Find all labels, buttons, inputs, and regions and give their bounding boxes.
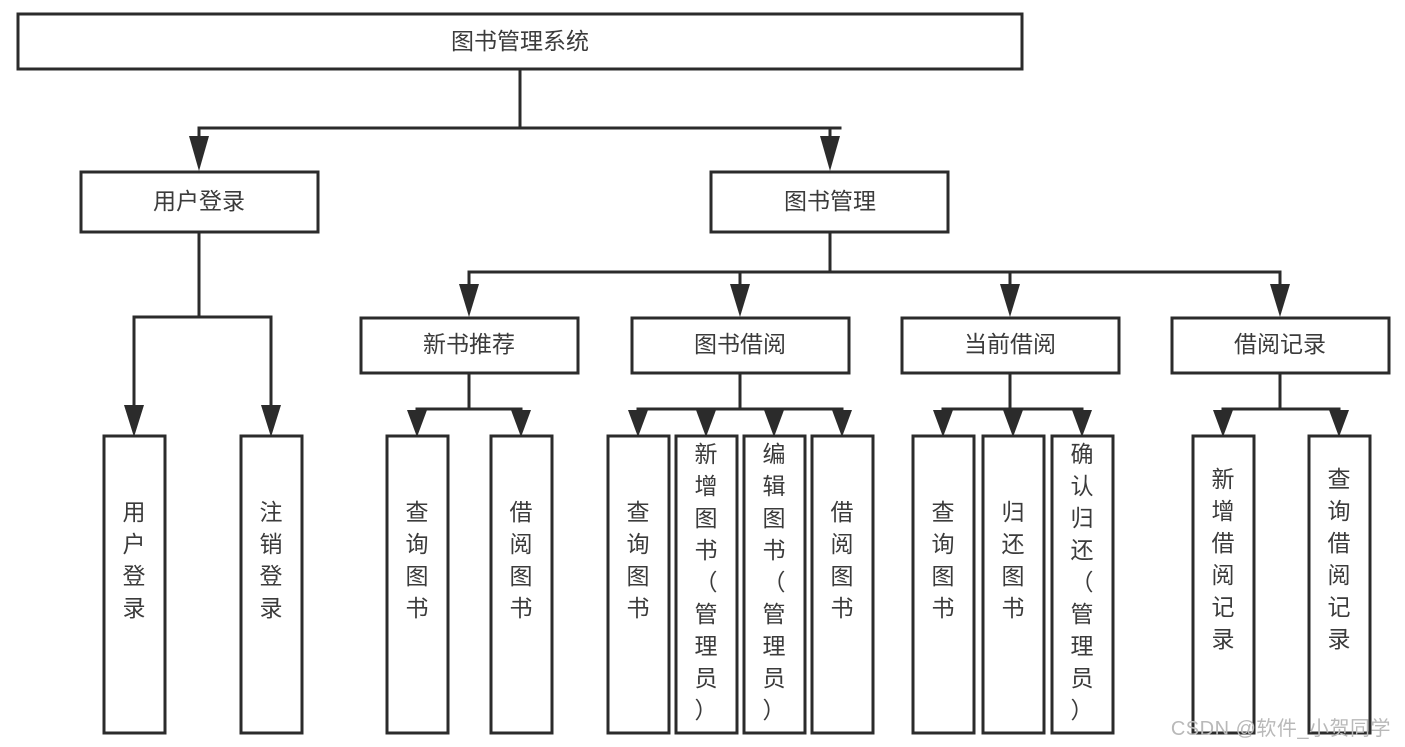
leaf-node-logout[interactable]: 注销登录 xyxy=(239,434,304,735)
leaf-edit-book-box[interactable] xyxy=(742,434,807,735)
leaf-query-book-nb-label: 查询图书 xyxy=(406,499,429,621)
node-current-borrow-label: 当前借阅 xyxy=(964,331,1056,357)
arrow-to-leaf-user-login xyxy=(124,405,144,437)
arrow-to-book-manage xyxy=(820,136,840,171)
arrow-to-leaf-edit-book xyxy=(764,410,784,437)
arrow-to-book-borrow xyxy=(730,284,750,317)
leaf-add-record-label: 新增借阅记录 xyxy=(1212,466,1235,652)
node-borrow-record-label: 借阅记录 xyxy=(1234,331,1326,357)
arrow-to-new-book-recommend xyxy=(459,284,479,317)
node-book-management[interactable]: 图书管理 xyxy=(709,170,950,234)
leaf-node-query-borrow-record[interactable]: 查询借阅记录 xyxy=(1307,434,1372,735)
leaf-query-book-bb-label: 查询图书 xyxy=(627,499,650,621)
leaf-confirm-return-label: 确认归还（管理员） xyxy=(1071,441,1094,723)
node-new-book-recommend[interactable]: 新书推荐 xyxy=(359,316,580,375)
leaf-user-login-box[interactable] xyxy=(102,434,167,735)
leaf-query-record-box[interactable] xyxy=(1307,434,1372,735)
node-user-login-label: 用户登录 xyxy=(153,188,245,214)
node-borrow-record[interactable]: 借阅记录 xyxy=(1170,316,1391,375)
connector-group-userlogin-to-leaves xyxy=(124,231,281,437)
arrow-to-leaf-query-book-bb xyxy=(628,410,648,437)
leaf-borrow-book-nb-label: 借阅图书 xyxy=(510,499,533,621)
leaf-node-add-borrow-record[interactable]: 新增借阅记录 xyxy=(1191,434,1256,735)
leaf-add-book-box[interactable] xyxy=(674,434,739,735)
leaf-node-query-book-bookborrow[interactable]: 查询图书 xyxy=(606,434,671,735)
connector-group-newbook-to-leaves xyxy=(407,371,531,437)
leaf-query-book-bb-box[interactable] xyxy=(606,434,671,735)
arrow-to-leaf-return-book xyxy=(1003,410,1023,437)
node-new-book-recommend-box[interactable] xyxy=(359,316,580,375)
leaf-return-book-box[interactable] xyxy=(981,434,1046,735)
connector-group-bookborrow-to-leaves xyxy=(628,371,852,437)
leaf-node-query-book-currentborrow[interactable]: 查询图书 xyxy=(911,434,976,735)
node-book-borrow[interactable]: 图书借阅 xyxy=(630,316,851,375)
arrow-to-leaf-query-book-cb xyxy=(933,410,953,437)
leaf-user-login-label: 用户登录 xyxy=(123,499,146,621)
leaf-node-return-book[interactable]: 归还图书 xyxy=(981,434,1046,735)
node-user-login-box[interactable] xyxy=(79,170,320,234)
node-borrow-record-box[interactable] xyxy=(1170,316,1391,375)
leaf-edit-book-label: 编辑图书（管理员） xyxy=(763,441,786,723)
leaf-node-query-book-newbook[interactable]: 查询图书 xyxy=(385,434,450,735)
csdn-watermark: CSDN @软件_小贺同学 xyxy=(1170,718,1391,740)
leaf-node-confirm-return-admin[interactable]: 确认归还（管理员） xyxy=(1050,434,1115,735)
arrow-to-leaf-query-record xyxy=(1329,410,1349,437)
node-user-login[interactable]: 用户登录 xyxy=(79,170,320,234)
arrow-to-leaf-confirm-return xyxy=(1072,410,1092,437)
node-root-box[interactable] xyxy=(16,12,1024,71)
node-root-label: 图书管理系统 xyxy=(451,28,589,54)
leaf-query-book-cb-box[interactable] xyxy=(911,434,976,735)
node-root-book-management-system[interactable]: 图书管理系统 xyxy=(16,12,1024,71)
leaf-borrow-book-bb-label: 借阅图书 xyxy=(831,499,854,621)
node-book-management-label: 图书管理 xyxy=(784,188,876,214)
leaf-confirm-return-box[interactable] xyxy=(1050,434,1115,735)
connector-group-bookmanage-to-level3 xyxy=(459,231,1290,317)
node-book-borrow-label: 图书借阅 xyxy=(694,331,786,357)
leaf-node-edit-book-admin[interactable]: 编辑图书（管理员） xyxy=(742,434,807,735)
leaf-query-book-nb-box[interactable] xyxy=(385,434,450,735)
leaf-node-borrow-book-bookborrow[interactable]: 借阅图书 xyxy=(810,434,875,735)
connector-group-currentborrow-to-leaves xyxy=(933,371,1092,437)
connector-group-borrowrecord-to-leaves xyxy=(1213,371,1349,437)
node-book-management-box[interactable] xyxy=(709,170,950,234)
node-current-borrow[interactable]: 当前借阅 xyxy=(900,316,1121,375)
arrow-to-user-login xyxy=(189,136,209,171)
arrow-to-leaf-add-record xyxy=(1213,410,1233,437)
arrow-to-current-borrow xyxy=(1000,284,1020,317)
leaf-node-borrow-book-newbook[interactable]: 借阅图书 xyxy=(489,434,554,735)
leaf-query-record-label: 查询借阅记录 xyxy=(1328,466,1351,652)
leaf-node-user-login[interactable]: 用户登录 xyxy=(102,434,167,735)
leaf-logout-label: 注销登录 xyxy=(260,499,283,621)
node-book-borrow-box[interactable] xyxy=(630,316,851,375)
arrow-to-leaf-borrow-book-nb xyxy=(511,410,531,437)
node-current-borrow-box[interactable] xyxy=(900,316,1121,375)
leaf-borrow-book-nb-box[interactable] xyxy=(489,434,554,735)
arrow-to-borrow-record xyxy=(1270,284,1290,317)
leaf-borrow-book-bb-box[interactable] xyxy=(810,434,875,735)
leaf-add-record-box[interactable] xyxy=(1191,434,1256,735)
leaf-return-book-label: 归还图书 xyxy=(1002,499,1025,621)
leaf-node-add-book-admin[interactable]: 新增图书（管理员） xyxy=(674,434,739,735)
arrow-to-leaf-logout xyxy=(261,405,281,437)
leaf-query-book-cb-label: 查询图书 xyxy=(932,499,955,621)
arrow-to-leaf-add-book xyxy=(696,410,716,437)
arrow-to-leaf-query-book-nb xyxy=(407,410,427,437)
arrow-to-leaf-borrow-book-bb xyxy=(832,410,852,437)
leaf-logout-box[interactable] xyxy=(239,434,304,735)
leaf-add-book-label: 新增图书（管理员） xyxy=(695,441,718,723)
connector-group-root-to-level2 xyxy=(189,67,842,171)
node-new-book-recommend-label: 新书推荐 xyxy=(423,331,515,357)
